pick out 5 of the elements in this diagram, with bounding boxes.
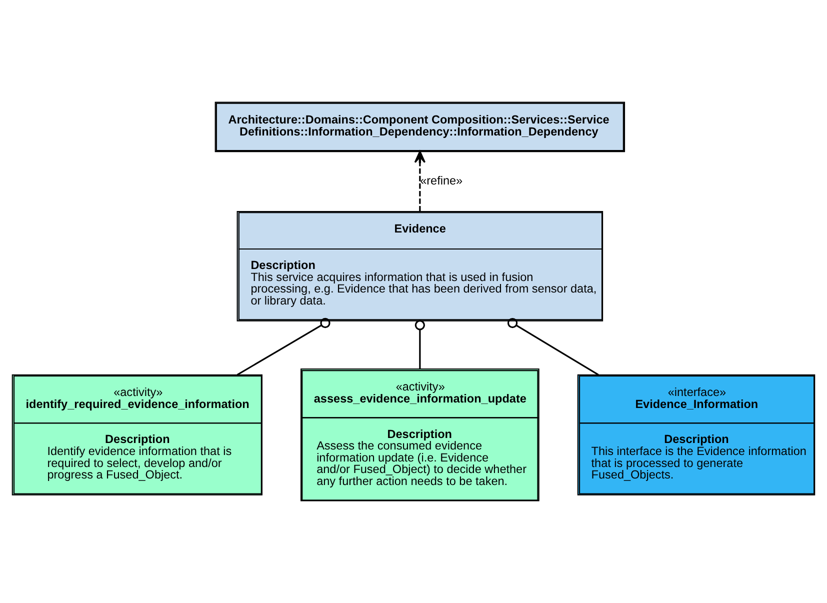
- connector: [507, 318, 599, 376]
- connector: [236, 318, 330, 376]
- arrow: [414, 150, 426, 212]
- edge-label: «refine»: [420, 174, 463, 188]
- connector: [414, 320, 426, 369]
